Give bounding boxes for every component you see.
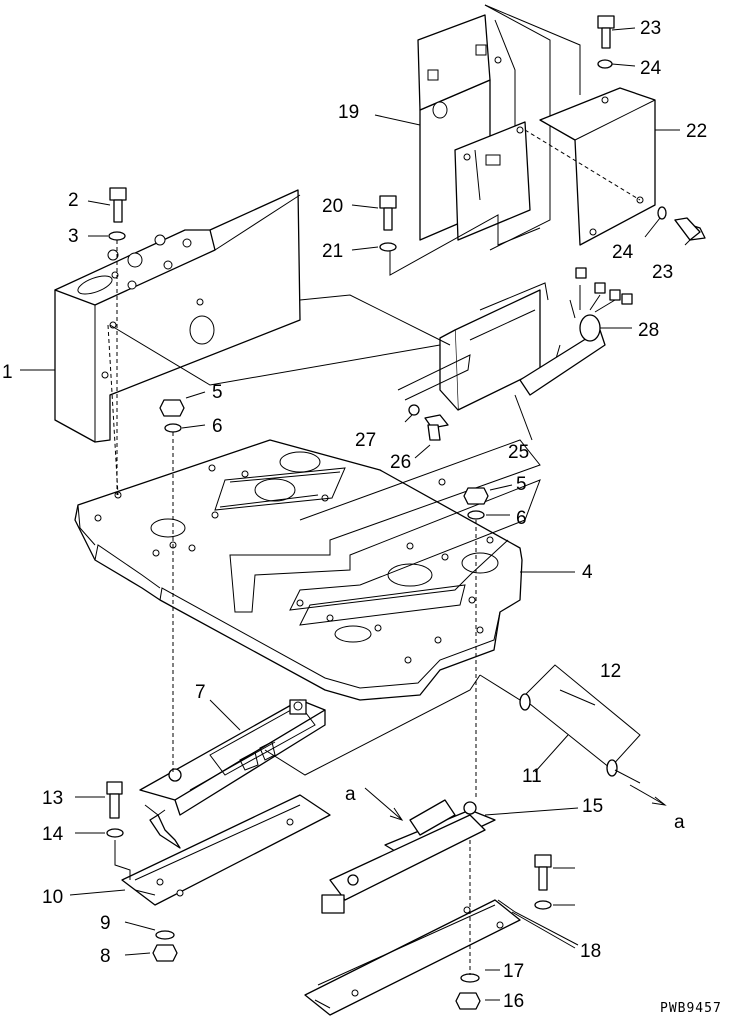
rail-bracket-10: [121, 794, 331, 906]
callout-15: 15: [582, 796, 603, 817]
leader-lines: [20, 27, 691, 1001]
callout-3: 3: [68, 226, 79, 247]
callout-5-right: 5: [516, 474, 527, 495]
callout-23-top: 23: [640, 18, 661, 39]
callout-6-left: 6: [212, 416, 223, 437]
cable-11-12: [479, 664, 641, 784]
callout-22: 22: [686, 121, 707, 142]
wire-harness-28: [569, 267, 633, 342]
rail-bracket-18: [304, 899, 521, 1016]
callout-1: 1: [2, 362, 13, 383]
callout-9: 9: [100, 913, 111, 934]
callout-5-left: 5: [212, 382, 223, 403]
callout-4: 4: [582, 562, 593, 583]
mounting-plate-21: [389, 121, 541, 276]
callout-12: 12: [600, 661, 621, 682]
controller-box-25: [397, 282, 606, 411]
callout-labels: 1 2 3 4 5 6 5 6 7 8 9 10 11 12 13 14 15 …: [2, 18, 707, 1012]
callout-26: 26: [390, 452, 411, 473]
callout-25: 25: [508, 442, 529, 463]
callout-11: 11: [522, 766, 542, 787]
callout-6-right: 6: [516, 508, 527, 529]
reference-a-right: a: [674, 812, 685, 833]
callout-24-top: 24: [640, 58, 662, 79]
callout-17: 17: [503, 961, 524, 982]
callout-28: 28: [638, 320, 659, 341]
callout-27: 27: [355, 430, 376, 451]
callout-23-side: 23: [652, 262, 673, 283]
reference-a-left: a: [345, 784, 356, 805]
callout-14-left: 14: [42, 824, 64, 845]
callout-21: 21: [322, 241, 343, 262]
callout-24-side: 24: [612, 242, 634, 263]
callout-8: 8: [100, 946, 111, 967]
callout-19: 19: [338, 102, 359, 123]
seat-rail-15: [321, 799, 496, 914]
diagram-code: PWB9457: [660, 1001, 722, 1016]
callout-10: 10: [42, 887, 63, 908]
callout-18: 18: [580, 941, 601, 962]
assembly-lines: [107, 240, 579, 975]
callout-7: 7: [195, 682, 206, 703]
fasteners: [106, 15, 706, 1010]
callout-13-left: 13: [42, 788, 63, 809]
callout-20: 20: [322, 196, 343, 217]
callout-2: 2: [68, 190, 79, 211]
callout-16: 16: [503, 991, 524, 1012]
cover-22: [484, 4, 656, 246]
left-bracket: [54, 189, 301, 443]
seat-rail-7: [139, 699, 326, 849]
floor-plate: [74, 439, 541, 701]
